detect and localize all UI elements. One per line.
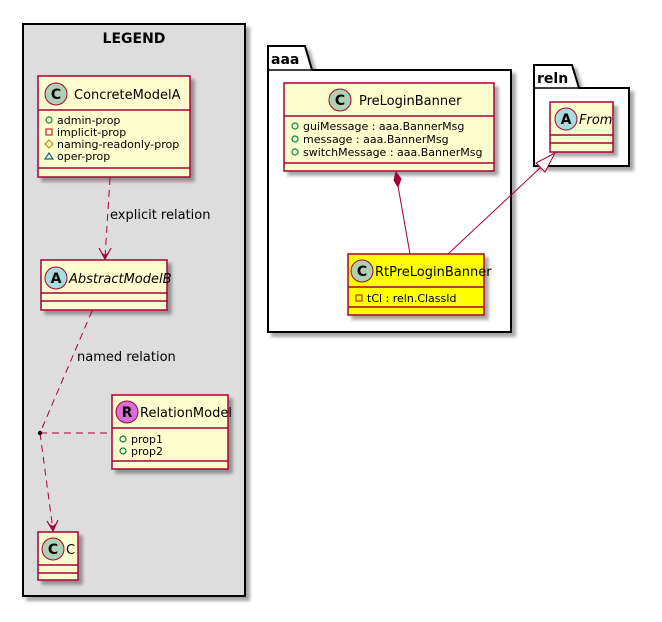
composition-diamond-icon xyxy=(393,170,402,189)
svg-text:message : aaa.BannerMsg: message : aaa.BannerMsg xyxy=(303,133,449,146)
attr-tcl: tCl : reln.ClassId xyxy=(355,292,457,305)
svg-text:oper-prop: oper-prop xyxy=(57,150,110,163)
named-relation-arrow: named relation xyxy=(37,310,176,533)
class-stereotype-c-icon: C xyxy=(44,82,68,106)
public-visibility-icon xyxy=(119,447,127,455)
public-visibility-icon xyxy=(45,116,53,124)
class-from[interactable]: A From xyxy=(549,101,614,153)
class-name: RelationModel xyxy=(140,406,232,421)
svg-text:prop1: prop1 xyxy=(131,433,163,446)
package-visibility-icon xyxy=(43,151,55,160)
class-name: RtPreLoginBanner xyxy=(375,265,492,280)
package-name: aaa xyxy=(271,52,299,68)
inheritance-triangle-icon xyxy=(535,151,557,173)
attr-prop1: prop1 xyxy=(119,433,163,446)
svg-text:C: C xyxy=(48,542,58,558)
class-concrete-model-a[interactable]: C ConcreteModelA admin-prop implicit-pro… xyxy=(37,75,191,178)
protected-visibility-icon xyxy=(44,139,54,149)
class-relation-model[interactable]: R RelationModel prop1 prop2 xyxy=(111,394,232,470)
package-name: reln xyxy=(537,71,568,87)
class-rt-prelogin-banner[interactable]: C RtPreLoginBanner tCl : reln.ClassId xyxy=(347,253,492,316)
class-name: AbstractModelB xyxy=(68,272,172,287)
svg-text:switchMessage : aaa.BannerMsg: switchMessage : aaa.BannerMsg xyxy=(303,146,482,159)
class-stereotype-c-icon: C xyxy=(41,537,65,561)
public-visibility-icon xyxy=(291,148,299,156)
svg-text:R: R xyxy=(122,405,133,421)
class-c[interactable]: C C xyxy=(37,531,79,581)
class-stereotype-a-icon: A xyxy=(554,107,578,131)
private-visibility-icon xyxy=(45,128,53,136)
public-visibility-icon xyxy=(291,122,299,130)
svg-text:prop2: prop2 xyxy=(131,445,163,458)
attr-switch-message: switchMessage : aaa.BannerMsg xyxy=(291,146,482,159)
attr-oper-prop: oper-prop xyxy=(43,150,110,163)
svg-text:A: A xyxy=(51,271,62,287)
svg-text:tCl : reln.ClassId: tCl : reln.ClassId xyxy=(367,292,457,305)
svg-text:C: C xyxy=(335,93,345,109)
named-relation-label: named relation xyxy=(77,350,176,365)
composition-link xyxy=(393,170,411,255)
class-prelogin-banner[interactable]: C PreLoginBanner guiMessage : aaa.Banner… xyxy=(283,82,495,172)
svg-text:naming-readonly-prop: naming-readonly-prop xyxy=(57,138,179,151)
private-visibility-icon xyxy=(355,294,363,302)
junction-dot xyxy=(37,430,43,436)
public-visibility-icon xyxy=(119,435,127,443)
class-name: ConcreteModelA xyxy=(74,88,181,103)
legend-title: LEGEND xyxy=(103,31,166,47)
class-name: From xyxy=(579,113,612,128)
attr-naming-readonly-prop: naming-readonly-prop xyxy=(44,138,179,151)
explicit-relation-label: explicit relation xyxy=(110,208,210,223)
attr-prop2: prop2 xyxy=(119,445,163,458)
class-name: C xyxy=(66,543,75,558)
inheritance-link xyxy=(447,151,557,255)
svg-text:admin-prop: admin-prop xyxy=(57,114,120,127)
svg-text:C: C xyxy=(51,87,61,103)
public-visibility-icon xyxy=(291,135,299,143)
class-box xyxy=(283,82,495,172)
attr-message: message : aaa.BannerMsg xyxy=(291,133,449,146)
svg-text:A: A xyxy=(561,112,572,128)
class-stereotype-r-icon: R xyxy=(115,400,139,424)
class-stereotype-a-icon: A xyxy=(44,266,68,290)
explicit-relation-arrow: explicit relation xyxy=(98,177,210,261)
svg-text:implicit-prop: implicit-prop xyxy=(57,126,126,139)
svg-text:guiMessage : aaa.BannerMsg: guiMessage : aaa.BannerMsg xyxy=(303,120,464,133)
class-stereotype-c-icon: C xyxy=(328,88,352,112)
class-abstract-model-b[interactable]: A AbstractModelB xyxy=(40,259,172,311)
attr-admin-prop: admin-prop xyxy=(45,114,120,127)
svg-text:C: C xyxy=(357,264,367,280)
class-stereotype-c-icon: C xyxy=(350,259,374,283)
class-name: PreLoginBanner xyxy=(359,94,462,109)
attr-gui-message: guiMessage : aaa.BannerMsg xyxy=(291,120,464,133)
attr-implicit-prop: implicit-prop xyxy=(45,126,126,139)
